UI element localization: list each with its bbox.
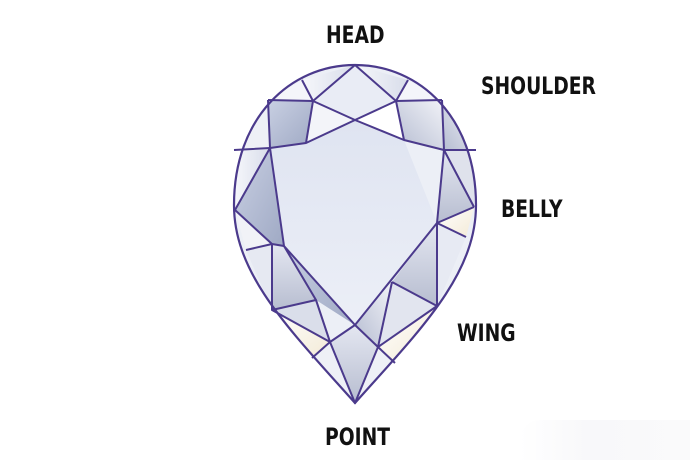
label-belly: BELLY	[501, 195, 563, 223]
label-wing: WING	[457, 319, 516, 347]
pear-outline	[232, 63, 478, 405]
label-head: HEAD	[326, 21, 385, 49]
label-shoulder: SHOULDER	[481, 72, 596, 100]
label-point: POINT	[325, 423, 391, 451]
corner-shadow	[520, 420, 690, 460]
facet-lines	[233, 64, 476, 404]
